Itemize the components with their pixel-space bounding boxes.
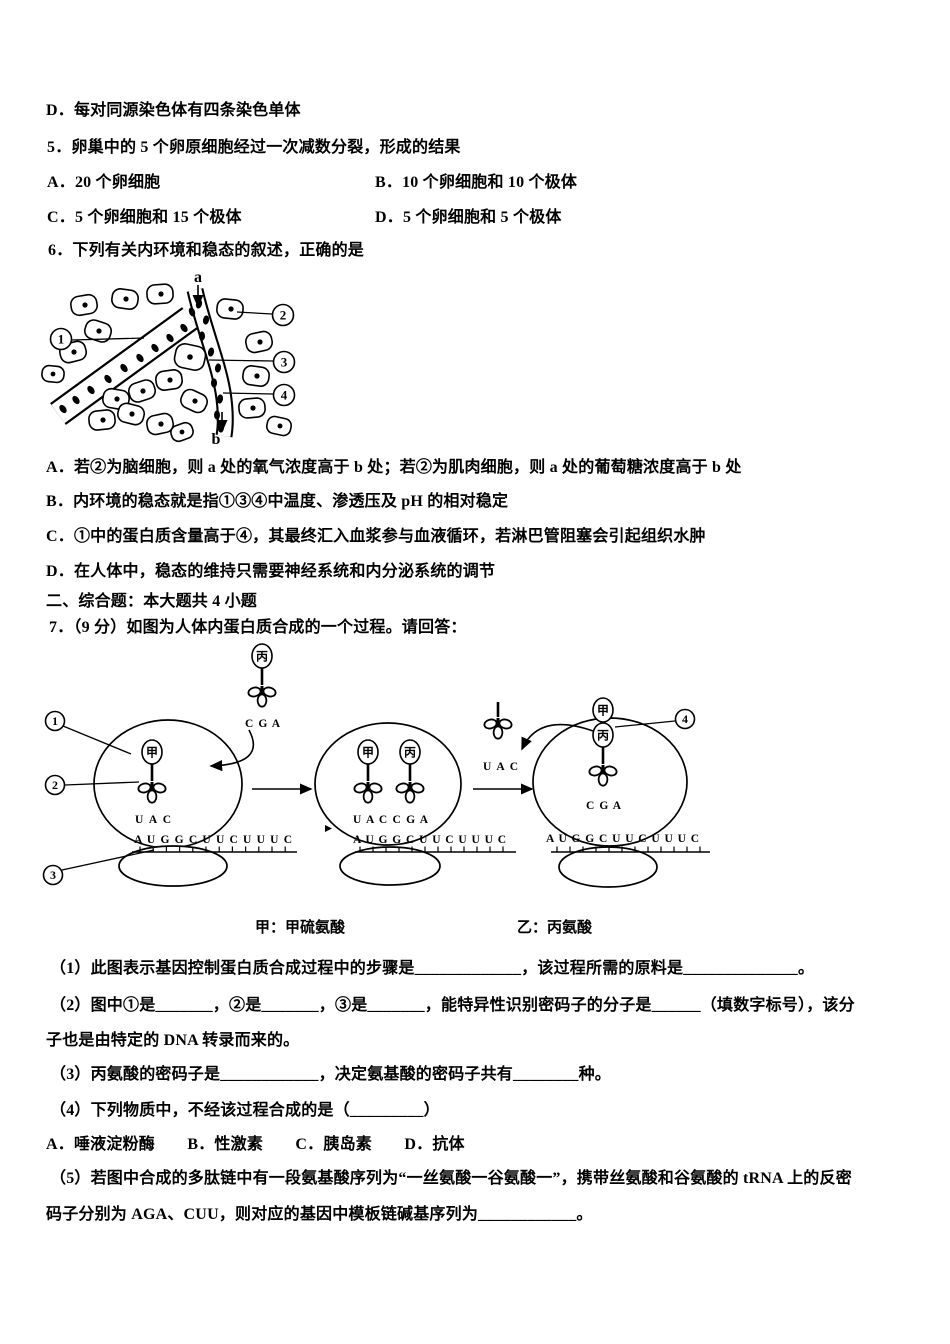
mrna-ticks (359, 846, 504, 852)
trna-ala-incoming: 丙 C G A (245, 643, 281, 730)
anticodon-uac: U A C (135, 814, 171, 826)
flow-label-b: b (212, 431, 221, 446)
amino-acid-met: 甲 (146, 746, 158, 760)
trna-entry-arrow (209, 729, 255, 772)
label-2: 2 (236, 303, 295, 327)
mrna-sequence: A U G G C U U C U U U C (353, 834, 506, 846)
label-3: 3 (42, 849, 155, 886)
label-2: 2 (44, 774, 140, 796)
ribosome-2 (314, 722, 462, 886)
caption-met: 甲：甲硫氨酸 (255, 918, 346, 936)
q5-option-b: B．10 个卵细胞和 10 个极体 (375, 174, 578, 191)
q7-part2-line2: 子也是由特定的 DNA 转录而来的。 (46, 1032, 300, 1049)
mrna-direction-arrowhead (325, 825, 332, 832)
trna-met-2: 甲 (351, 739, 385, 805)
amino-acid-ala: 丙 (597, 729, 609, 743)
label-4: 4 (614, 708, 696, 730)
label-3: 3 (208, 350, 296, 374)
amino-acid-ala: 丙 (256, 650, 268, 664)
label-1: 1 (44, 710, 132, 755)
tissue-cells (41, 283, 293, 443)
label-3-number: 3 (50, 868, 56, 882)
trna-ala-2: 丙 (393, 739, 427, 805)
section-2-header: 二、综合题：本大题共 4 小题 (46, 593, 258, 610)
anticodon-uac: U A C (483, 761, 518, 773)
q6-option-c: C．①中的蛋白质含量高于④，其最终汇入血浆参与血液循环，若淋巴管阻塞会引起组织水… (46, 528, 706, 545)
q7-part5-line1: （5）若图中合成的多肽链中有一段氨基酸序列为“一丝氨酸一谷氨酸一”，携带丝氨酸和… (50, 1170, 852, 1187)
q6-option-b: B．内环境的稳态就是指①③④中温度、渗透压及 pH 的相对稳定 (46, 493, 509, 510)
amino-acid-met: 甲 (597, 704, 609, 718)
trna-met-1: 甲 U A C (135, 739, 171, 826)
mrna-ticks (556, 846, 701, 852)
mrna-sequence: A U G G C U U C U U U C (134, 834, 292, 846)
anticodon-pair: U A C C G A (353, 814, 429, 826)
amino-acid-ala: 丙 (404, 746, 416, 760)
q4-option-d: D．每对同源染色体有四条染色单体 (46, 102, 301, 119)
label-1-number: 1 (58, 332, 65, 347)
flow-label-a: a (194, 269, 202, 286)
q5-option-d: D．5 个卵细胞和 5 个极体 (375, 209, 562, 226)
q5-option-a: A．20 个卵细胞 (47, 174, 161, 191)
q5-option-c: C．5 个卵细胞和 15 个极体 (47, 209, 242, 226)
label-1-number: 1 (52, 714, 58, 728)
mrna-sequence: A U G G C U U C U U U C (546, 833, 699, 845)
label-3-number: 3 (281, 355, 288, 370)
q7-part4: （4）下列物质中，不经该过程合成的是（_________） (50, 1102, 440, 1119)
q7-part2-line1: （2）图中①是_______，②是_______，③是_______，能特异性识… (50, 997, 855, 1014)
label-4-number: 4 (281, 388, 288, 403)
protein-synthesis-diagram: 甲 U A C 丙 C G A A U G G C U U C U U U C … (42, 643, 710, 936)
q6-option-a: A．若②为脑细胞，则 a 处的氧气浓度高于 b 处；若②为肌肉细胞，则 a 处的… (46, 459, 742, 476)
mrna-2: A U G G C U U C U U U C (353, 834, 516, 853)
label-4-number: 4 (682, 712, 688, 726)
q7-part5-line2: 码子分别为 AGA、CUU，则对应的基因中模板链碱基序列为___________… (46, 1206, 593, 1223)
label-2-number: 2 (52, 778, 58, 792)
dipeptide-chain: 甲 丙 C G A (586, 697, 622, 812)
mrna-3: A U G G C U U C U U U C (546, 833, 710, 853)
q7-part3: （3）丙氨酸的密码子是____________，决定氨基酸的密码子共有_____… (50, 1066, 612, 1083)
label-4: 4 (222, 383, 296, 407)
q5-stem: 5．卵巢中的 5 个卵原细胞经过一次减数分裂，形成的结果 (47, 139, 461, 156)
trna-exit-arrow (521, 723, 594, 751)
q6-option-d: D．在人体中，稳态的维持只需要神经系统和内分泌系统的调节 (46, 563, 496, 580)
q7-part4-options: A．唾液淀粉酶 B．性激素 C．胰岛素 D．抗体 (46, 1136, 465, 1153)
amino-acid-met: 甲 (362, 746, 374, 760)
q7-part1: （1）此图表示基因控制蛋白质合成过程中的步骤是_____________，该过程… (50, 960, 815, 977)
caption-ala: 乙：丙氨酸 (517, 918, 593, 936)
label-1: 1 (49, 327, 145, 351)
tissue-environment-diagram: 1 2 3 4 a b (41, 269, 296, 446)
label-2-number: 2 (280, 308, 287, 323)
ribosome-1 (93, 719, 243, 887)
mrna-ticks (139, 846, 286, 852)
anticodon-cga: C G A (586, 800, 622, 812)
q6-stem: 6．下列有关内环境和稳态的叙述，正确的是 (48, 242, 365, 259)
q7-stem: 7．（9 分）如图为人体内蛋白质合成的一个过程。请回答： (49, 619, 467, 636)
anticodon-cga: C G A (245, 718, 281, 730)
trna-exiting: U A C (481, 702, 518, 773)
